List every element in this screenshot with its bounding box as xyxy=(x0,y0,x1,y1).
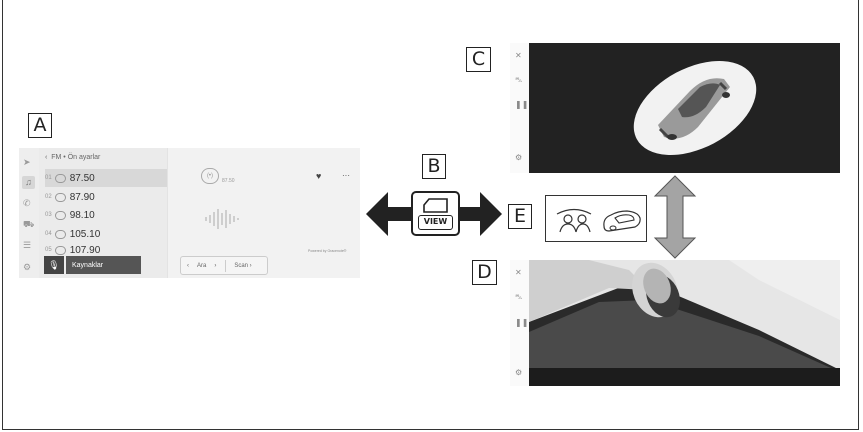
back-icon[interactable]: ‹ xyxy=(45,154,48,161)
settings-icon[interactable]: ⚙ xyxy=(23,262,32,272)
sources-button[interactable]: 🎙 Kaynaklar xyxy=(44,256,141,274)
radio-icon xyxy=(54,210,66,220)
settings-icon[interactable]: ⚙ xyxy=(515,368,523,377)
now-playing-pane: (•) 87.50 ♥ ··· Powered by Gracenote® ‹ … xyxy=(167,148,360,278)
car-icon[interactable]: ⛟ xyxy=(23,219,35,229)
search-bar: ‹ Ara › Scan › xyxy=(180,256,268,275)
microphone-icon[interactable]: 🎙 xyxy=(44,256,64,274)
radio-sidebar: ➤ ♫ ✆ ⛟ ☰ ⚙ xyxy=(19,148,37,278)
search-prev-button[interactable]: ‹ xyxy=(187,262,189,269)
view-mode-icons xyxy=(545,195,647,242)
grey-double-arrow xyxy=(653,175,697,259)
front-view-icon[interactable] xyxy=(554,204,594,234)
camera-sidebar-d: ✕ ⛍ ❚❚ ⚙ xyxy=(510,260,529,386)
settings-icon[interactable]: ⚙ xyxy=(515,153,523,162)
panoramic-camera-screen: ✕ ⛍ ❚❚ ⚙ xyxy=(510,43,840,173)
powered-by-gracenote: Powered by Gracenote® xyxy=(308,249,347,253)
car-view-icon[interactable]: ⛍ xyxy=(515,293,523,301)
preset-header: ‹ FM • Ön ayarlar xyxy=(45,154,101,161)
label-d: D xyxy=(472,260,497,285)
pause-icon[interactable]: ❚❚ xyxy=(515,318,529,327)
view-button-label: VIEW xyxy=(418,215,453,230)
radio-icon xyxy=(54,245,66,255)
presets-label: Ön ayarlar xyxy=(67,154,101,161)
close-icon[interactable]: ✕ xyxy=(515,51,522,60)
camera-sidebar: ✕ ⛍ ❚❚ ⚙ xyxy=(510,43,529,173)
double-arrow-a-to-screens xyxy=(366,192,502,236)
scan-button[interactable]: Scan › xyxy=(234,262,252,269)
navigation-icon[interactable]: ➤ xyxy=(23,157,31,167)
source-label: FM xyxy=(51,154,62,161)
radio-icon xyxy=(54,192,66,202)
label-b: B xyxy=(422,154,446,179)
favorite-icon[interactable]: ♥ xyxy=(316,171,322,181)
search-label: Ara xyxy=(197,262,207,269)
label-c: C xyxy=(466,47,491,72)
radio-icon xyxy=(54,229,66,239)
close-icon[interactable]: ✕ xyxy=(515,268,522,277)
station-logo-icon: (•) xyxy=(201,168,219,184)
camera-view-icon xyxy=(423,198,448,213)
car-view-icon[interactable]: ⛍ xyxy=(515,76,523,84)
label-e: E xyxy=(508,204,532,229)
audio-waveform-icon xyxy=(205,209,239,229)
phone-icon[interactable]: ✆ xyxy=(23,198,31,208)
panoramic-car-view-icon[interactable] xyxy=(601,206,643,234)
music-icon[interactable]: ♫ xyxy=(22,176,35,189)
radio-icon xyxy=(54,173,66,183)
view-button[interactable]: VIEW xyxy=(411,191,460,236)
ground-camera-screen: ✕ ⛍ ❚❚ ⚙ xyxy=(510,260,840,386)
ground-view-image xyxy=(529,260,840,386)
more-options-icon[interactable]: ··· xyxy=(342,171,350,180)
now-playing-frequency: 87.50 xyxy=(222,178,235,184)
search-next-button[interactable]: › xyxy=(214,262,217,269)
car-3d-view-image xyxy=(633,61,757,155)
label-a: A xyxy=(28,113,52,138)
pause-icon[interactable]: ❚❚ xyxy=(515,100,529,109)
apps-icon[interactable]: ☰ xyxy=(23,240,32,250)
